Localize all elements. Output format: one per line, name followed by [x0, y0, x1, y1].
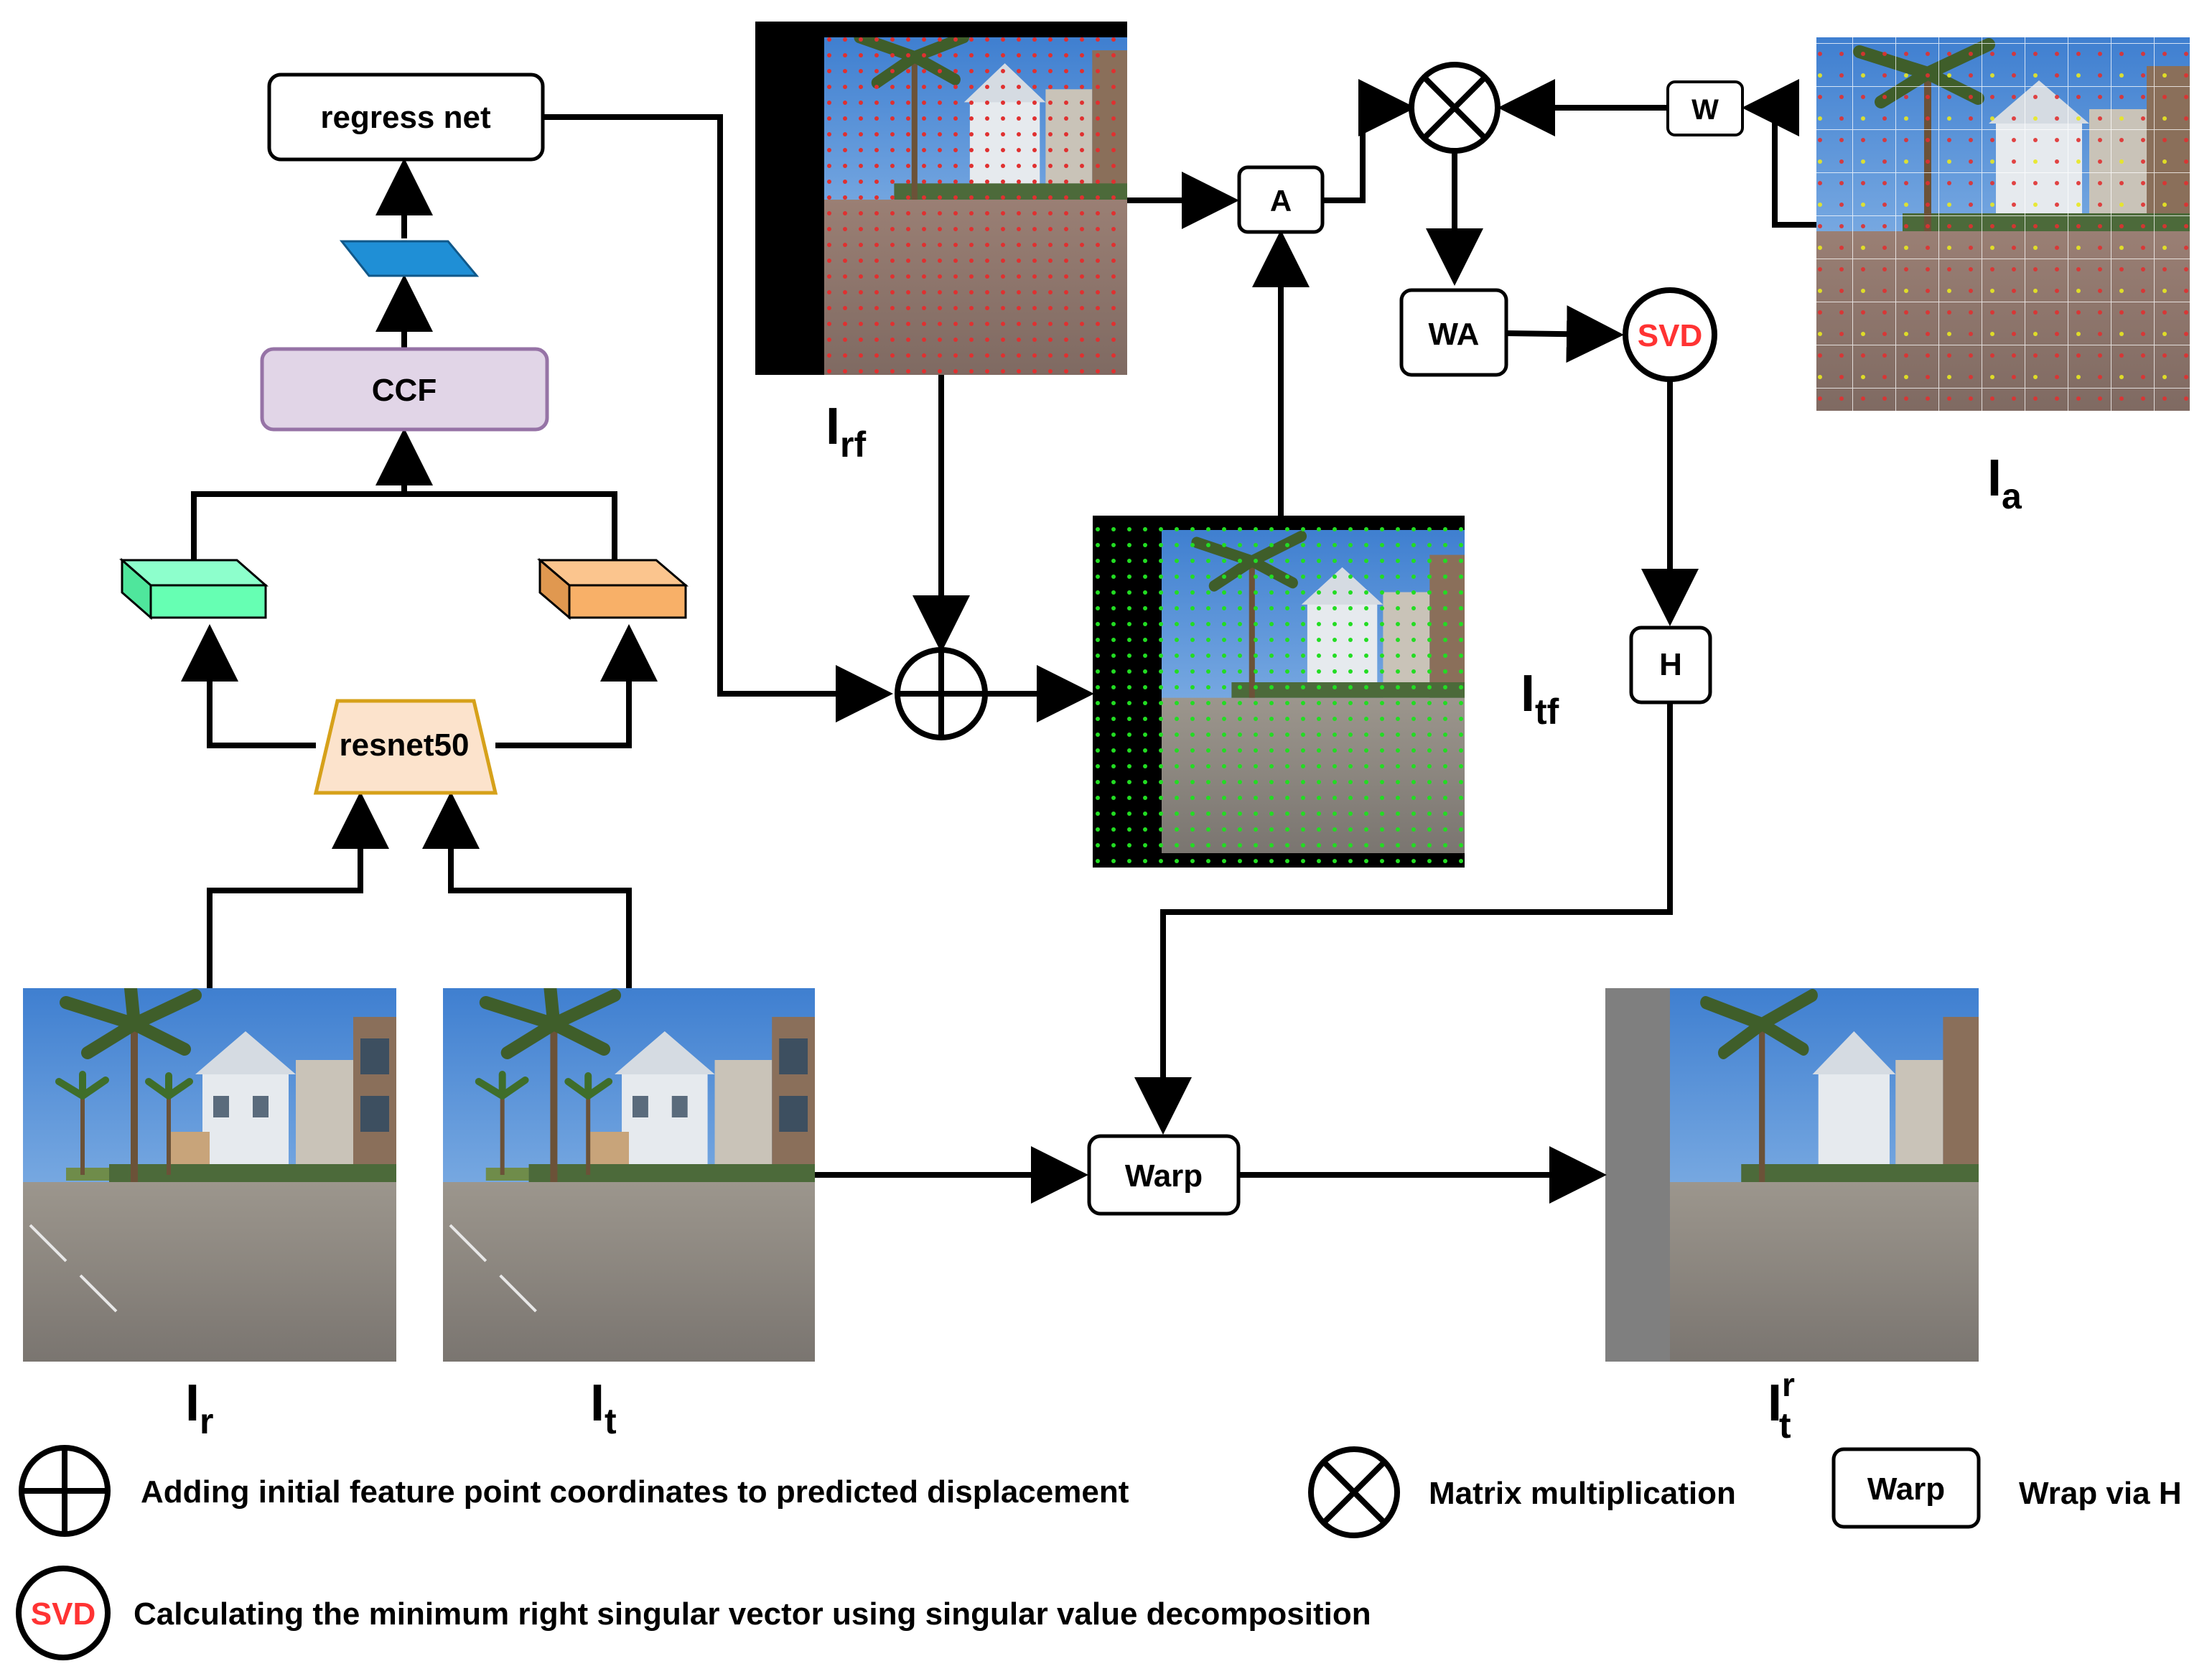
edge-resnet-green: [181, 624, 316, 748]
edge-regress-plus: [543, 114, 893, 722]
edge-ia-w: [1742, 79, 1816, 228]
resnet50-node: resnet50: [313, 699, 498, 795]
edge-it-resnet: [422, 791, 632, 988]
image-ir: [23, 988, 396, 1362]
a-node: A: [1237, 165, 1325, 234]
legend-warp-box: Warp: [1831, 1447, 1981, 1529]
edge-features-merge: [191, 491, 617, 560]
wa-node: WA: [1399, 288, 1508, 377]
w-node: W: [1666, 80, 1744, 136]
connectors: [181, 79, 1816, 1204]
legend-warp-text: Wrap via H: [2019, 1476, 2182, 1511]
legend-add-icon: [19, 1445, 111, 1537]
h-node: H: [1629, 626, 1712, 705]
h-label: H: [1659, 647, 1682, 682]
orange-feature-block: [536, 557, 689, 620]
svd-operator: SVD: [1623, 287, 1717, 382]
label-it: It: [590, 1375, 617, 1441]
svg-text:SVD: SVD: [31, 1596, 95, 1632]
image-irf: [755, 22, 1127, 375]
label-ir: Ir: [185, 1375, 213, 1441]
image-irt: [1605, 988, 1979, 1362]
legend-multiply-icon: [1308, 1446, 1400, 1538]
ccf-label: CCF: [372, 373, 437, 408]
label-irf: Irf: [826, 398, 866, 465]
edge-ir-resnet: [207, 791, 389, 988]
w-label: W: [1691, 94, 1719, 126]
label-itf: Itf: [1521, 665, 1559, 732]
legend-multiply-text: Matrix multiplication: [1429, 1476, 1736, 1511]
edge-wa-svd: [1504, 305, 1624, 363]
multiply-operator: [1409, 62, 1501, 154]
blue-feature-block: [339, 240, 480, 277]
regress-net-node: regress net: [267, 73, 545, 162]
edge-a-mul: [1324, 79, 1416, 203]
ccf-node: CCF: [260, 347, 549, 432]
edge-resnet-orange: [495, 624, 658, 748]
wa-label: WA: [1429, 317, 1480, 352]
add-operator: [895, 647, 988, 740]
image-ia: [1816, 37, 2190, 411]
resnet50-label: resnet50: [339, 727, 469, 763]
warp-label: Warp: [1125, 1158, 1203, 1194]
green-feature-block: [119, 557, 269, 620]
a-label: A: [1270, 184, 1292, 218]
legend-add-text: Adding initial feature point coordinates…: [141, 1474, 1129, 1510]
regress-net-label: regress net: [320, 100, 491, 135]
image-itf: [1093, 516, 1465, 868]
legend-svd-icon: SVD: [16, 1566, 111, 1660]
image-it: [443, 988, 815, 1362]
svg-text:Warp: Warp: [1867, 1471, 1945, 1507]
legend: Adding initial feature point coordinates…: [16, 1445, 2182, 1660]
edge-h-warp: [1134, 702, 1673, 1135]
warp-node: Warp: [1087, 1134, 1241, 1216]
label-ia: Ia: [1987, 450, 2022, 516]
legend-svd-text: Calculating the minimum right singular v…: [134, 1596, 1371, 1632]
svd-label: SVD: [1638, 318, 1702, 353]
